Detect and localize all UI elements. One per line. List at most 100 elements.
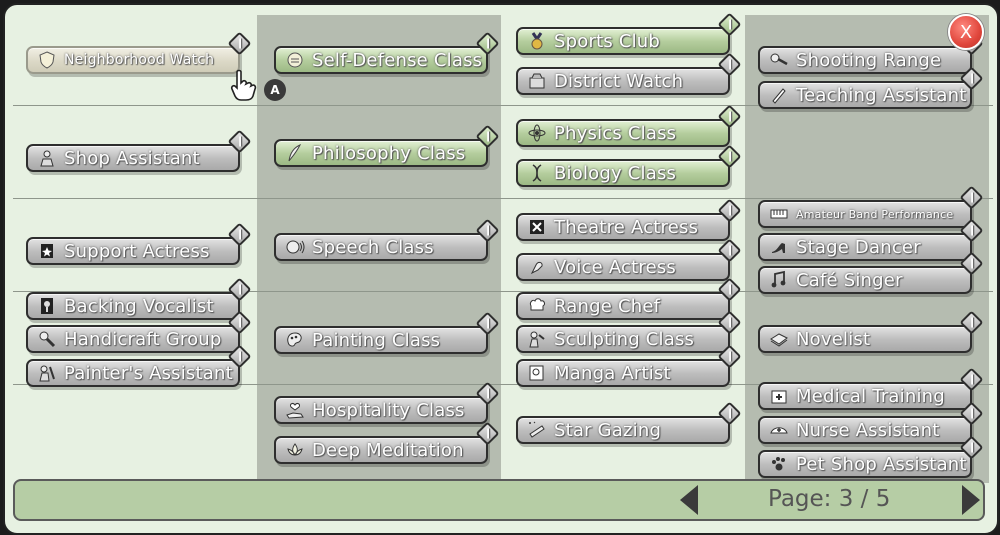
activity-label: Novelist (796, 328, 871, 350)
badge-icon (526, 71, 548, 91)
activity-label: Physics Class (554, 122, 677, 144)
activity-label: Backing Vocalist (64, 295, 214, 317)
fist-icon (284, 50, 306, 70)
voice-icon (526, 257, 548, 277)
activity-label: Range Chef (554, 295, 661, 317)
activity-range-chef[interactable]: Range Chef (516, 292, 730, 320)
activity-label: Medical Training (796, 385, 945, 407)
activity-label: Pet Shop Assistant (796, 453, 967, 475)
chef-hat-icon (526, 296, 548, 316)
activity-voice-actress[interactable]: Voice Actress (516, 253, 730, 281)
row-divider (13, 105, 993, 106)
activity-nurse-assistant[interactable]: Nurse Assistant (758, 416, 972, 444)
activity-label: Philosophy Class (312, 142, 466, 164)
painter-icon (36, 363, 58, 383)
next-page-arrow-icon[interactable] (962, 485, 980, 515)
activity-label: Support Actress (64, 240, 210, 262)
manga-icon (526, 363, 548, 383)
activity-label: Painting Class (312, 329, 441, 351)
activity-label: Nurse Assistant (796, 419, 940, 441)
microphone-icon (36, 296, 58, 316)
activity-star-gazing[interactable]: Star Gazing (516, 416, 730, 444)
shield-icon (36, 50, 58, 70)
activity-support-actress[interactable]: Support Actress (26, 237, 240, 265)
activity-medical-training[interactable]: Medical Training (758, 382, 972, 410)
activity-label: Hospitality Class (312, 399, 465, 421)
activity-caf-singer[interactable]: Café Singer (758, 266, 972, 294)
row-divider (13, 384, 993, 385)
activity-label: Neighborhood Watch (64, 52, 215, 68)
medkit-icon (768, 386, 790, 406)
activity-label: Manga Artist (554, 362, 671, 384)
dna-icon (526, 163, 548, 183)
prev-page-arrow-icon[interactable] (680, 485, 698, 515)
activity-physics-class[interactable]: Physics Class (516, 119, 730, 147)
activity-label: Painter's Assistant (64, 362, 233, 384)
gun-icon (768, 50, 790, 70)
activity-sculpting-class[interactable]: Sculpting Class (516, 325, 730, 353)
shopkeeper-icon (36, 148, 58, 168)
activity-manga-artist[interactable]: Manga Artist (516, 359, 730, 387)
activity-label: Theatre Actress (554, 216, 699, 238)
hand-heart-icon (284, 400, 306, 420)
activity-label: Handicraft Group (64, 328, 222, 350)
activity-painter-s-assistant[interactable]: Painter's Assistant (26, 359, 240, 387)
activity-teaching-assistant[interactable]: Teaching Assistant (758, 81, 972, 109)
activity-label: Café Singer (796, 269, 903, 291)
pointer-icon (768, 85, 790, 105)
activity-pet-shop-assistant[interactable]: Pet Shop Assistant (758, 450, 972, 478)
quill-icon (284, 143, 306, 163)
paw-icon (768, 454, 790, 474)
activity-philosophy-class[interactable]: Philosophy Class (274, 139, 488, 167)
row-divider (13, 198, 993, 199)
activity-shop-assistant[interactable]: Shop Assistant (26, 144, 240, 172)
activity-district-watch[interactable]: District Watch (516, 67, 730, 95)
activity-label: Teaching Assistant (796, 84, 967, 106)
activity-biology-class[interactable]: Biology Class (516, 159, 730, 187)
activity-painting-class[interactable]: Painting Class (274, 326, 488, 354)
activity-sports-club[interactable]: Sports Club (516, 27, 730, 55)
activity-deep-meditation[interactable]: Deep Meditation (274, 436, 488, 464)
activity-label: Deep Meditation (312, 439, 464, 461)
activity-handicraft-group[interactable]: Handicraft Group (26, 325, 240, 353)
star-card-icon (36, 241, 58, 261)
activity-label: Speech Class (312, 236, 434, 258)
row-divider (13, 291, 993, 292)
pager-bar (13, 479, 985, 521)
activity-neighborhood-watch[interactable]: Neighborhood Watch (26, 46, 240, 74)
activity-label: Amateur Band Performance (796, 207, 954, 221)
activity-speech-class[interactable]: Speech Class (274, 233, 488, 261)
activity-backing-vocalist[interactable]: Backing Vocalist (26, 292, 240, 320)
medal-icon (526, 31, 548, 51)
activity-hospitality-class[interactable]: Hospitality Class (274, 396, 488, 424)
notes-icon (768, 270, 790, 290)
activity-label: Stage Dancer (796, 236, 921, 258)
palette-icon (284, 330, 306, 350)
page-indicator: Page: 3 / 5 (768, 486, 891, 512)
activity-label: Self-Defense Class (312, 49, 483, 71)
sculpt-icon (526, 329, 548, 349)
activity-shooting-range[interactable]: Shooting Range (758, 46, 972, 74)
activity-self-defense-class[interactable]: Self-Defense Class (274, 46, 488, 74)
activity-label: Biology Class (554, 162, 677, 184)
heel-icon (768, 237, 790, 257)
hand-cursor-icon (230, 69, 257, 101)
activity-amateur-band-performance[interactable]: Amateur Band Performance (758, 200, 972, 228)
activity-novelist[interactable]: Novelist (758, 325, 972, 353)
nurse-cap-icon (768, 420, 790, 440)
activity-label: Sculpting Class (554, 328, 695, 350)
activity-stage-dancer[interactable]: Stage Dancer (758, 233, 972, 261)
a-button-badge: A (264, 79, 286, 101)
book-icon (768, 329, 790, 349)
activity-label: Shooting Range (796, 49, 942, 71)
activity-label: District Watch (554, 70, 684, 92)
telescope-icon (526, 420, 548, 440)
activity-label: Star Gazing (554, 419, 662, 441)
speech-icon (284, 237, 306, 257)
lotus-icon (284, 440, 306, 460)
activity-label: Shop Assistant (64, 147, 200, 169)
close-button[interactable]: X (948, 14, 984, 50)
activity-theatre-actress[interactable]: Theatre Actress (516, 213, 730, 241)
atom-icon (526, 123, 548, 143)
craft-icon (36, 329, 58, 349)
